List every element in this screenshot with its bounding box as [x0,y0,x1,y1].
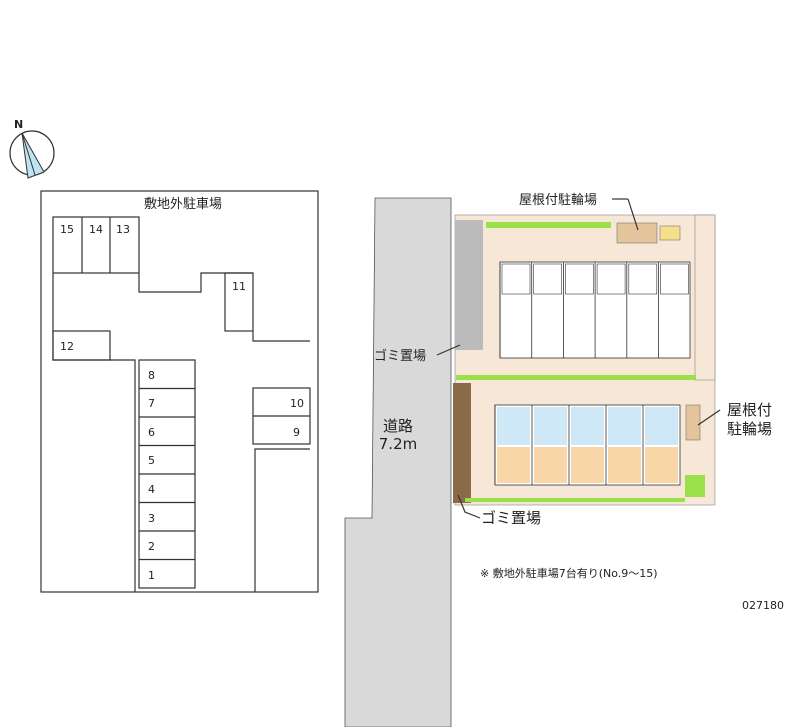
unit-upper [660,263,689,295]
stairs-top [455,220,483,350]
unit-lower-room [571,447,604,483]
bike-parking-right-label-1: 屋根付 [727,401,772,419]
unit-lower-kitchen [608,407,641,445]
unit-lower-kitchen [645,407,678,445]
unit-lower-kitchen [497,407,530,445]
road [344,197,452,727]
unit-upper [533,263,563,295]
parking-space-13: 13 [116,223,130,236]
parking-space-5: 5 [148,454,155,467]
parking-space-3: 3 [148,512,155,525]
parking-space-10: 10 [290,397,304,410]
unit-upper [565,263,594,295]
parking-space-6: 6 [148,426,155,439]
unit-upper [596,263,626,295]
unit-lower-room [497,447,530,483]
bike-parking-right [685,404,701,441]
parking-space-8: 8 [148,369,155,382]
garbage-top-label: ゴミ置場 [374,348,426,364]
bike-parking-right-label-2: 駐輪場 [727,420,772,438]
unit-lower-kitchen [571,407,604,445]
bike-parking-top [616,222,658,244]
garbage-bottom-label: ゴミ置場 [481,509,541,527]
building-site [453,214,716,506]
brick-path [453,383,471,503]
parking-space-1: 1 [148,569,155,582]
road-width: 7.2m [379,435,417,453]
unit-upper [501,263,531,295]
parking-space-9: 9 [293,426,300,439]
unit-lower-room [534,447,567,483]
bike-parking-top-label: 屋根付駐輪場 [519,192,597,208]
offsite-parking-map: 敷地外駐車場 15 14 13 11 12 10 9 8 7 6 5 4 3 2… [40,190,319,593]
road-label: 道路 [383,417,413,435]
unit-upper [628,263,658,295]
parking-space-2: 2 [148,540,155,553]
parking-space-7: 7 [148,397,155,410]
compass-icon: N [9,118,55,179]
unit-lower-kitchen [534,407,567,445]
parking-space-12: 12 [60,340,74,353]
offsite-parking-title: 敷地外駐車場 [144,197,222,212]
parking-space-15: 15 [60,223,74,236]
parking-space-11: 11 [232,280,246,293]
north-label: N [14,118,23,131]
property-id: 027180 [742,599,784,612]
offsite-parking-note: ※ 敷地外駐車場7台有り(No.9〜15) [480,566,658,580]
unit-lower-room [645,447,678,483]
parking-space-14: 14 [89,223,103,236]
parking-space-4: 4 [148,483,155,496]
unit-lower-room [608,447,641,483]
